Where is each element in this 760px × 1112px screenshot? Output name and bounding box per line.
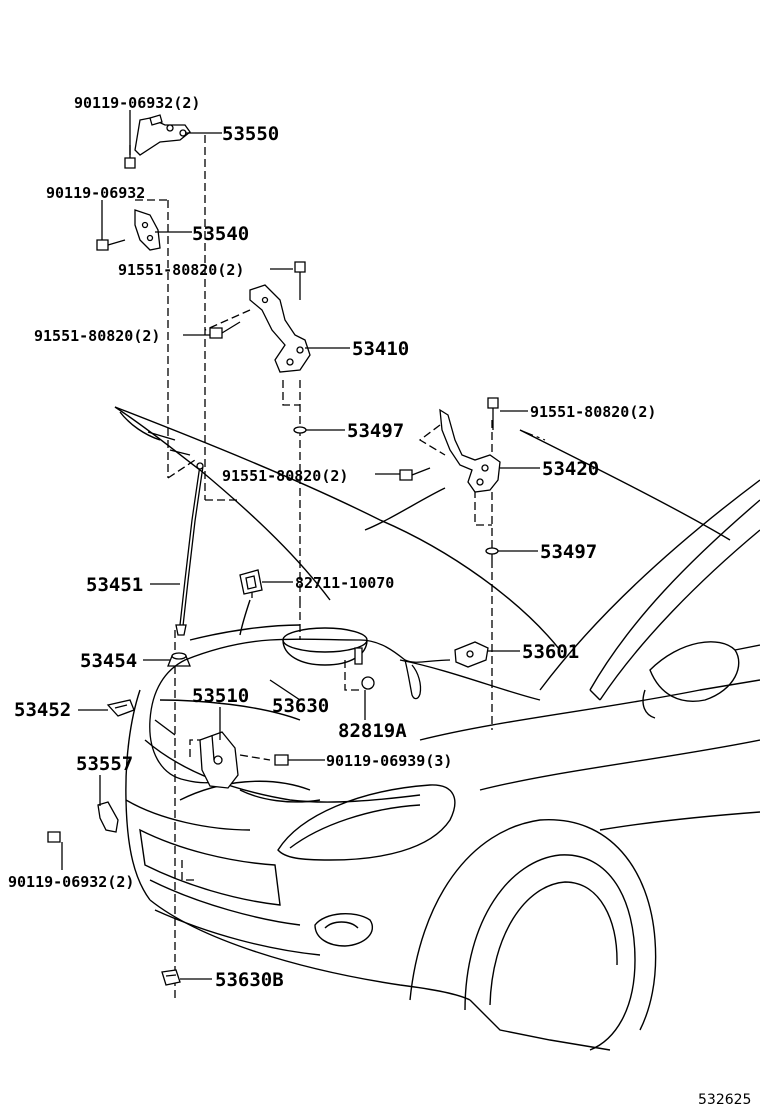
part-53550-icon bbox=[134, 117, 191, 156]
leader-lines bbox=[61, 110, 540, 980]
label-91551-80820-2-d: 91551-80820(2) bbox=[222, 467, 348, 485]
label-90119-06932-2-top: 90119-06932(2) bbox=[74, 94, 200, 112]
label-53557: 53557 bbox=[76, 753, 133, 775]
part-53410-icon bbox=[209, 261, 311, 373]
label-53420: 53420 bbox=[542, 458, 599, 480]
label-53452: 53452 bbox=[14, 699, 71, 721]
label-53497-a: 53497 bbox=[347, 420, 404, 442]
label-53540: 53540 bbox=[192, 223, 249, 245]
part-53454-icon bbox=[167, 652, 191, 667]
part-53510-icon bbox=[199, 731, 289, 789]
label-91551-80820-2-c: 91551-80820(2) bbox=[530, 403, 656, 421]
label-53510: 53510 bbox=[192, 685, 249, 707]
part-53630-icon bbox=[149, 638, 451, 784]
parts bbox=[47, 114, 501, 986]
label-53601: 53601 bbox=[522, 641, 579, 663]
label-91551-80820-2-a: 91551-80820(2) bbox=[118, 261, 244, 279]
label-53630b: 53630B bbox=[215, 969, 284, 991]
part-labels: 90119-06932(2) 53550 90119-06932 53540 9… bbox=[8, 94, 656, 991]
part-82711-icon bbox=[239, 569, 263, 595]
label-90119-06932: 90119-06932 bbox=[46, 184, 145, 202]
label-82819a: 82819A bbox=[338, 720, 407, 742]
label-53454: 53454 bbox=[80, 650, 137, 672]
part-53452-icon bbox=[106, 699, 135, 717]
label-91551-80820-2-b: 91551-80820(2) bbox=[34, 327, 160, 345]
label-53451: 53451 bbox=[86, 574, 143, 596]
cushion-icon bbox=[293, 426, 307, 434]
part-82819a-icon bbox=[361, 676, 375, 690]
label-53410: 53410 bbox=[352, 338, 409, 360]
illustration-number: 532625 bbox=[698, 1092, 751, 1108]
cushion-icon bbox=[485, 547, 499, 555]
label-82711-10070: 82711-10070 bbox=[295, 574, 394, 592]
label-90119-06932-2-bottom: 90119-06932(2) bbox=[8, 873, 134, 891]
label-90119-06939-3: 90119-06939(3) bbox=[326, 752, 452, 770]
part-53420-icon bbox=[399, 397, 501, 493]
part-53557-icon bbox=[47, 801, 119, 843]
part-53540-icon bbox=[96, 209, 161, 251]
label-53630: 53630 bbox=[272, 695, 329, 717]
part-53451-icon bbox=[175, 462, 204, 636]
part-53601-icon bbox=[454, 641, 489, 668]
car-body-outline bbox=[114, 406, 760, 1051]
label-53497-b: 53497 bbox=[540, 541, 597, 563]
part-53630b-icon bbox=[161, 969, 181, 986]
label-53550: 53550 bbox=[222, 123, 279, 145]
